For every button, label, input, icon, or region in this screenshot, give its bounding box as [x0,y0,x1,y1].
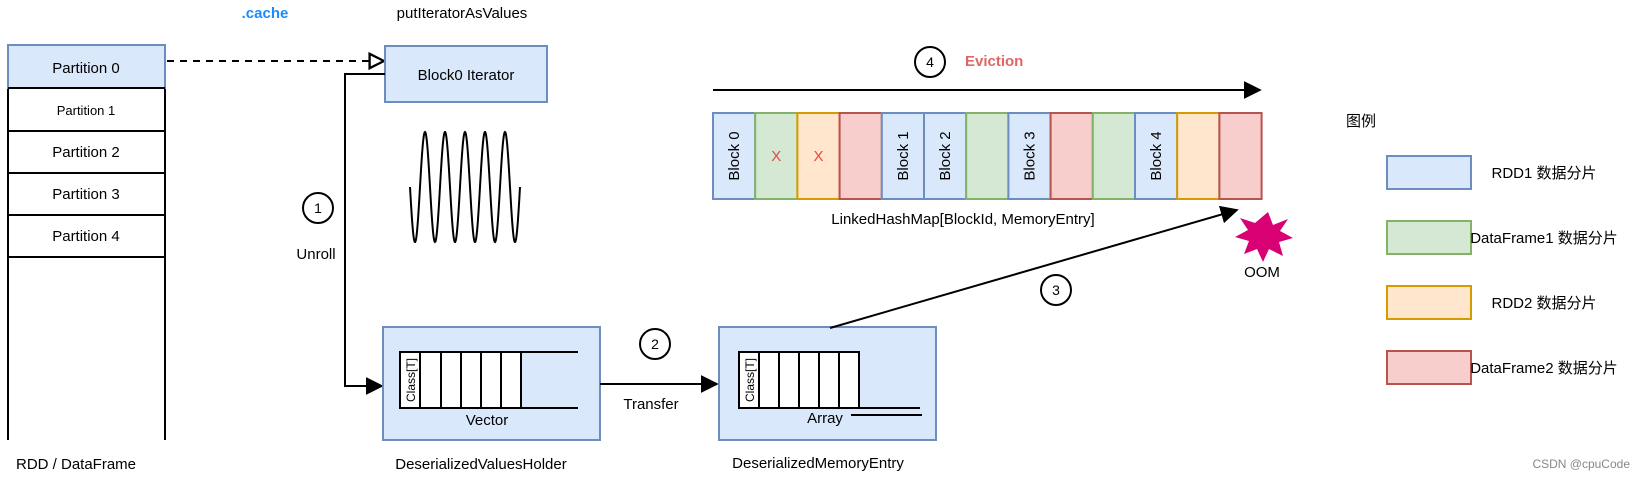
oom-burst-icon [1235,212,1293,262]
block-label: Block 3 [1022,131,1039,180]
class-t-label: Class[T] [743,358,757,402]
vector-slot [460,351,482,409]
step-3-number: 3 [1052,282,1060,298]
memory-block [796,112,841,200]
rdd-dataframe-caption: RDD / DataFrame [16,456,136,473]
partition-label: Partition 1 [57,103,116,118]
evicted-mark: X [771,148,781,165]
block-iterator-label: Block0 Iterator [418,67,515,84]
partition-label: Partition 4 [52,228,120,245]
partition-label: Partition 0 [52,60,120,77]
legend-swatch [1386,350,1472,385]
legend: 图例 RDD1 数据分片 DataFrame1 数据分片 RDD2 数据分片 Data… [1346,113,1618,385]
memory-block [1049,112,1094,200]
memory-block [838,112,883,200]
block-label: Block 4 [1148,131,1165,180]
legend-label: DataFrame2 数据分片 [1470,360,1618,377]
memory-block [1218,112,1263,200]
memory-block [1007,112,1052,200]
array-slot [818,351,840,409]
memory-entry-caption: DeserializedMemoryEntry [732,455,904,472]
values-holder: Class[T] Vector DeserializedValuesHolder [382,326,601,473]
legend-label: RDD2 数据分片 [1491,295,1596,312]
vector-slot [500,351,522,409]
array-slot [838,351,860,409]
partition-label: Partition 2 [52,144,120,161]
step-1-circle [302,192,334,224]
step-1-number: 1 [314,200,322,216]
eviction-label: Eviction [965,53,1023,70]
array-slot [758,351,780,409]
array-label: Array [807,410,843,427]
iterator-wave [409,130,521,244]
block-label: Block 0 [726,131,743,180]
memory-block [1134,112,1179,200]
legend-items: RDD1 数据分片 DataFrame1 数据分片 RDD2 数据分片 DataFra… [1386,155,1618,385]
unroll-label: Unroll [296,246,335,263]
step-3-circle [1040,274,1072,306]
legend-title: 图例 [1346,113,1376,130]
memory-block [965,112,1010,200]
legend-swatch [1386,220,1472,255]
watermark: CSDN @cpuCode [1532,457,1630,471]
memory-entry: Class[T] Array DeserializedMemoryEntry [718,326,937,472]
memory-block [754,112,799,200]
array-slot [778,351,800,409]
class-t-label: Class[T] [404,358,418,402]
linked-hash-map-blocks: Block 0 X X Block 1 Block 2 Block 3 Block 4 [712,112,1263,200]
memory-block [880,112,925,200]
put-iterator-label: putIteratorAsValues [397,5,528,22]
step-2-number: 2 [651,336,659,352]
memory-block [712,112,757,200]
memory-block [1091,112,1137,200]
evicted-mark: X [813,148,823,165]
vector-label: Vector [466,412,509,429]
step-4-number: 4 [926,54,934,70]
array-slot [798,351,820,409]
legend-label: DataFrame1 数据分片 [1470,230,1618,247]
step-4-circle [914,46,946,78]
cache-label: .cache [242,5,289,22]
vector-slot [419,351,442,409]
partition-0-box [7,44,166,89]
block-label: Block 2 [937,131,954,180]
values-holder-caption: DeserializedValuesHolder [395,456,566,473]
linked-hash-map-caption: LinkedHashMap[BlockId, MemoryEntry] [831,211,1094,228]
vector-slot [440,351,462,409]
unroll-arrow [344,73,385,395]
partition-label: Partition 3 [52,186,120,203]
step-2-circle [639,328,671,360]
oom-label: OOM [1244,264,1280,281]
transfer-label: Transfer [623,396,678,413]
vector-slot [480,351,502,409]
rdd-partitions: Partition 0 Partition 1 Partition 2 Part… [7,44,166,473]
block-iterator-box [384,45,548,103]
oom-arrow [829,205,1239,329]
legend-swatch [1386,155,1472,190]
memory-block [1176,112,1221,200]
block-label: Block 1 [895,131,912,180]
memory-block [923,112,968,200]
legend-swatch [1386,285,1472,320]
legend-label: RDD1 数据分片 [1491,165,1596,182]
